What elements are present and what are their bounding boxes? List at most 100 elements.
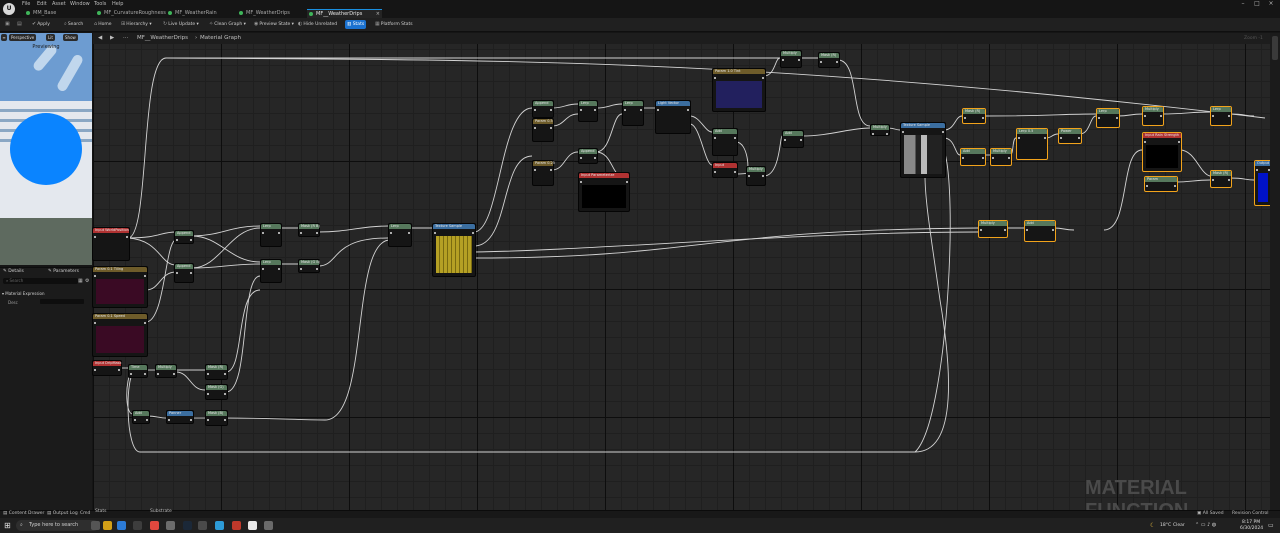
graph-node[interactable]: Texture Sample xyxy=(432,223,476,277)
output-pin[interactable] xyxy=(550,127,552,129)
input-pin[interactable] xyxy=(300,268,302,270)
app-icon[interactable] xyxy=(264,521,273,530)
input-pin[interactable] xyxy=(872,133,874,135)
graph-node[interactable]: Add xyxy=(712,128,738,156)
output-pin[interactable] xyxy=(798,59,800,61)
input-pin[interactable] xyxy=(1212,179,1214,181)
palette-scrollbar[interactable] xyxy=(1272,36,1278,60)
output-pin[interactable] xyxy=(1174,185,1176,187)
apply-button[interactable]: ✔Apply xyxy=(32,21,50,27)
node-header[interactable]: Lerp xyxy=(1097,109,1119,114)
output-pin[interactable] xyxy=(762,77,764,79)
revision-control-button[interactable]: Revision Control xyxy=(1232,511,1269,516)
file-explorer-icon[interactable] xyxy=(103,521,112,530)
input-pin[interactable] xyxy=(534,127,536,129)
node-header[interactable]: Mask (R) xyxy=(1211,171,1231,176)
graph-node[interactable]: Param xyxy=(1144,176,1178,192)
node-header[interactable]: Input Rain Strength xyxy=(1143,133,1181,138)
details-search-input[interactable]: ⌕ Search xyxy=(3,278,78,284)
node-header[interactable]: Param 0.25 xyxy=(533,161,555,166)
preview-state-button[interactable]: ◉Preview State ▾ xyxy=(254,21,294,27)
input-pin[interactable] xyxy=(580,181,582,183)
save-icon[interactable]: ▣ xyxy=(5,21,10,27)
content-drawer-button[interactable]: ▤ Content Drawer xyxy=(3,511,45,516)
perspective-button[interactable]: Perspective xyxy=(9,34,37,41)
graph-node[interactable]: Input Rain Strength xyxy=(1142,132,1182,172)
node-header[interactable]: Mask (B) xyxy=(206,411,227,416)
graph-node[interactable]: Param 0.1 Tiling xyxy=(92,266,148,308)
graph-node[interactable]: Multiply xyxy=(155,364,177,378)
graph-node[interactable]: Add xyxy=(132,410,150,424)
output-pin[interactable] xyxy=(550,109,552,111)
desc-field[interactable] xyxy=(40,299,84,304)
menu-tools[interactable]: Tools xyxy=(94,1,107,7)
search-button[interactable]: ⌕Search xyxy=(64,21,84,27)
input-pin[interactable] xyxy=(992,157,994,159)
graph-node[interactable]: Lerp xyxy=(388,223,412,247)
graph-node[interactable]: Mask (R) xyxy=(962,108,986,124)
graph-node[interactable]: Mask (B) xyxy=(205,410,228,426)
graph-node[interactable]: Lerp xyxy=(1096,108,1120,128)
input-pin[interactable] xyxy=(714,137,716,139)
output-pin[interactable] xyxy=(1160,115,1162,117)
output-pin[interactable] xyxy=(1228,179,1230,181)
output-pin[interactable] xyxy=(762,175,764,177)
steam-icon[interactable] xyxy=(183,521,192,530)
node-header[interactable]: Append xyxy=(533,101,553,106)
node-header[interactable]: Texture Sample xyxy=(901,123,945,128)
output-pin[interactable] xyxy=(1116,117,1118,119)
node-header[interactable]: Param 0.1 Tiling xyxy=(93,267,147,272)
input-pin[interactable] xyxy=(207,419,209,421)
graph-node[interactable]: Mask (G B) xyxy=(298,259,320,273)
output-pin[interactable] xyxy=(190,272,192,274)
input-pin[interactable] xyxy=(962,157,964,159)
tab-curvature-roughness[interactable]: MF_CurvatureRoughness xyxy=(95,9,166,17)
input-pin[interactable] xyxy=(94,322,96,324)
graph-node[interactable]: Lerp 0.5 xyxy=(1016,128,1048,160)
output-pin[interactable] xyxy=(734,171,736,173)
graph-node[interactable]: Multiply xyxy=(746,166,766,186)
graph-node[interactable]: Mask (R) xyxy=(818,52,840,68)
output-pin[interactable] xyxy=(1268,169,1270,171)
node-header[interactable]: Input Parameterize xyxy=(579,173,629,178)
output-pin[interactable] xyxy=(1052,229,1054,231)
input-pin[interactable] xyxy=(980,229,982,231)
graph-node[interactable]: Output Result xyxy=(1254,160,1280,206)
output-pin[interactable] xyxy=(550,169,552,171)
node-header[interactable]: Param xyxy=(1145,177,1177,182)
clock-date[interactable]: 6/30/2024 xyxy=(1240,526,1264,531)
output-pin[interactable] xyxy=(836,61,838,63)
graph-node[interactable]: Input Parameterize xyxy=(578,172,630,212)
node-header[interactable]: Input DripMask xyxy=(93,361,122,366)
node-header[interactable]: Lerp xyxy=(1211,107,1231,112)
output-pin[interactable] xyxy=(687,109,689,111)
node-header[interactable]: Add xyxy=(713,129,737,134)
weather-temp[interactable]: 18°C xyxy=(1160,523,1172,528)
section-material-expression[interactable]: ▾ Material Expression xyxy=(2,291,45,296)
substrate-tab[interactable]: Substrate xyxy=(150,509,172,514)
input-pin[interactable] xyxy=(1146,185,1148,187)
input-pin[interactable] xyxy=(580,109,582,111)
input-pin[interactable] xyxy=(1212,115,1214,117)
output-pin[interactable] xyxy=(982,117,984,119)
input-pin[interactable] xyxy=(1018,137,1020,139)
input-pin[interactable] xyxy=(820,61,822,63)
node-header[interactable]: Mask (G B) xyxy=(299,260,320,265)
output-pin[interactable] xyxy=(1178,141,1180,143)
output-pin[interactable] xyxy=(126,236,128,238)
input-pin[interactable] xyxy=(262,232,264,234)
chrome-icon[interactable] xyxy=(150,521,159,530)
output-pin[interactable] xyxy=(278,268,280,270)
menu-window[interactable]: Window xyxy=(70,1,90,7)
node-header[interactable]: Input xyxy=(713,163,737,168)
input-pin[interactable] xyxy=(782,59,784,61)
node-header[interactable]: Lerp xyxy=(579,101,597,106)
input-pin[interactable] xyxy=(94,236,96,238)
node-header[interactable]: Power xyxy=(1059,129,1081,134)
graph-node[interactable]: Append xyxy=(532,100,554,118)
input-pin[interactable] xyxy=(1026,229,1028,231)
graph-node[interactable]: Power xyxy=(1058,128,1082,144)
hide-unrelated-button[interactable]: ◐Hide Unrelated xyxy=(298,21,338,27)
output-pin[interactable] xyxy=(982,157,984,159)
output-pin[interactable] xyxy=(886,133,888,135)
